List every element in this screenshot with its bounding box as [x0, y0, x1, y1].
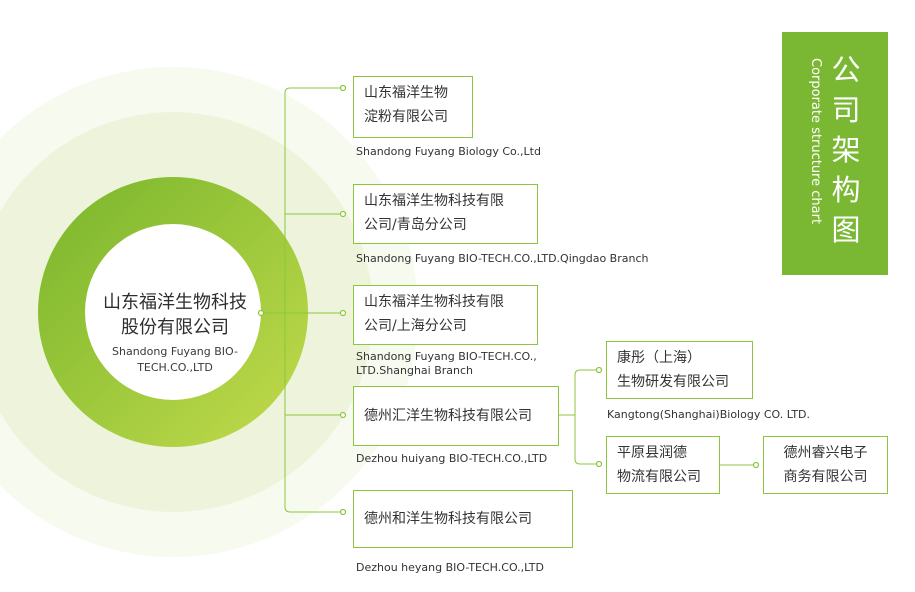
company-en-qingdao: Shandong Fuyang BIO-TECH.CO.,LTD.Qingdao… [356, 252, 649, 265]
dot-huiyang [339, 411, 347, 419]
branch-kangtong [574, 369, 599, 376]
title-char: 图 [831, 213, 861, 247]
branch-heyang [284, 93, 345, 513]
company-name-line: 德州和洋生物科技有限公司 [364, 511, 532, 527]
company-name-line: 公司/青岛分公司 [364, 217, 467, 233]
company-en-line: Shandong Fuyang BIO-TECH.CO., [356, 350, 537, 363]
company-en-huiyang: Dezhou huiyang BIO-TECH.CO.,LTD [356, 452, 548, 465]
subsidiary-en-kangtong: Kangtong(Shanghai)Biology CO. LTD. [607, 408, 811, 421]
title-char: 公 [831, 53, 861, 87]
dot-kangtong [595, 366, 603, 374]
subsidiary-box-kangtong: 康彤（上海） 生物研发有限公司 [606, 341, 753, 399]
company-name-line: 山东福洋生物 [364, 85, 448, 101]
branch-starch [284, 87, 345, 94]
branch-pingyuan [574, 375, 599, 465]
company-name-line: 公司/上海分公司 [364, 318, 467, 334]
company-name-line: 山东福洋生物科技有限 [364, 193, 504, 209]
company-name-line: 生物研发有限公司 [617, 374, 729, 390]
root-name-en-line-2: TECH.CO.,LTD [137, 361, 213, 374]
title-panel: Corporate structure chart 公 司 架 构 图 [782, 32, 888, 275]
dot-pingyuan [595, 460, 603, 468]
dot-shanghai [339, 309, 347, 317]
root-name-line-1: 山东福洋生物科技 [103, 292, 247, 313]
company-box-heyang: 德州和洋生物科技有限公司 [353, 490, 573, 548]
dot-starch [339, 84, 347, 92]
connector-lines [261, 87, 756, 513]
dot-qingdao [339, 210, 347, 218]
company-name-line: 平原县润德 [617, 445, 687, 461]
title-char: 司 [831, 93, 861, 127]
dot-heyang [339, 508, 347, 516]
center-disc [85, 224, 261, 400]
dot-ruixing [752, 461, 760, 469]
title-char: 构 [831, 173, 861, 207]
company-en-shanghai: Shandong Fuyang BIO-TECH.CO., LTD.Shangh… [356, 350, 537, 378]
company-name-line: 山东福洋生物科技有限 [364, 294, 504, 310]
company-box-shanghai: 山东福洋生物科技有限 公司/上海分公司 [353, 285, 538, 345]
company-name-line: 淀粉有限公司 [364, 109, 448, 125]
company-name-line: 康彤（上海） [617, 350, 701, 366]
root-name-line-2: 股份有限公司 [121, 317, 229, 338]
company-name-line: 商务有限公司 [783, 469, 868, 485]
connector-dots [257, 84, 760, 516]
company-name-line: 德州汇洋生物科技有限公司 [364, 408, 532, 424]
company-en-line: LTD.Shanghai Branch [356, 364, 474, 377]
company-box-huiyang: 德州汇洋生物科技有限公司 [353, 386, 559, 446]
title-cn: 公 司 架 构 图 [826, 50, 866, 250]
subsidiary-box-pingyuan: 平原县润德 物流有限公司 [606, 436, 720, 494]
company-name-line: 物流有限公司 [617, 469, 701, 485]
company-box-starch: 山东福洋生物 淀粉有限公司 [353, 76, 473, 138]
company-box-qingdao: 山东福洋生物科技有限 公司/青岛分公司 [353, 184, 538, 244]
root-company-name: 山东福洋生物科技 股份有限公司 [60, 290, 290, 340]
root-name-en-line-1: Shandong Fuyang BIO- [112, 345, 238, 358]
title-en: Corporate structure chart [808, 58, 823, 225]
subsidiary-box-ruixing: 德州睿兴电子 商务有限公司 [763, 436, 888, 494]
title-char: 架 [831, 133, 861, 167]
root-company-name-en: Shandong Fuyang BIO- TECH.CO.,LTD [88, 344, 262, 376]
company-name-line: 德州睿兴电子 [783, 445, 868, 461]
company-en-starch: Shandong Fuyang Biology Co.,Ltd [356, 145, 541, 158]
dot-root [257, 309, 265, 317]
company-en-heyang: Dezhou heyang BIO-TECH.CO.,LTD [356, 561, 544, 574]
